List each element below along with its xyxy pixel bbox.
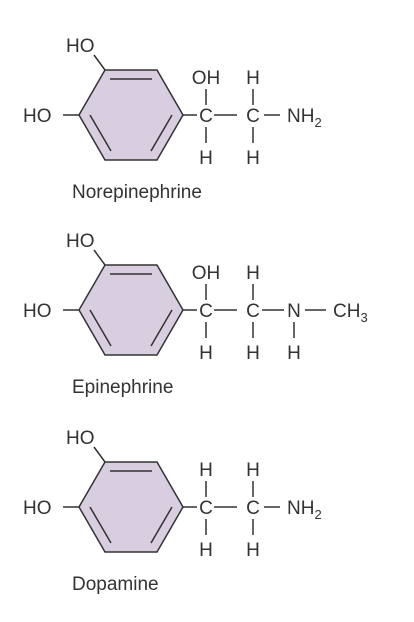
double-bond [89, 506, 112, 544]
benzene-ring [78, 264, 184, 356]
bottom-atom-2-label: H [246, 540, 260, 561]
amine-main: NH [287, 498, 314, 519]
double-bond [89, 114, 112, 152]
bond [93, 249, 106, 266]
molecule-name: Epinephrine [72, 377, 173, 398]
bottom-atom-1-label: H [199, 343, 213, 364]
top-atom-2-label: H [246, 460, 260, 481]
carbon-2-label: C [246, 301, 260, 322]
methyl-subscript: 3 [360, 310, 367, 325]
double-bond [150, 506, 173, 544]
amine-subscript: 2 [314, 507, 321, 522]
carbon-1-label: C [199, 301, 213, 322]
molecule-epinephrine: HO HO C C OH H H H N H CH3 Epinephrine [23, 231, 368, 398]
ho-top-label: HO [66, 36, 95, 57]
double-bond [150, 114, 173, 152]
carbon-2-label: C [246, 498, 260, 519]
ho-left-label: HO [23, 498, 52, 519]
nitrogen-label: N [287, 301, 301, 322]
top-atom-1-label: OH [192, 263, 221, 284]
top-atom-1-label: OH [192, 68, 221, 89]
molecule-norepinephrine: HO HO C C OH H H H NH2 Norepinephrine [23, 36, 322, 203]
amine-main: NH [287, 106, 314, 127]
top-atom-1-label: H [199, 460, 213, 481]
amine-label: NH2 [287, 498, 322, 522]
bottom-atom-1-label: H [199, 148, 213, 169]
bond [93, 54, 106, 71]
ho-left-label: HO [23, 301, 52, 322]
ho-left-label: HO [23, 106, 52, 127]
molecule-dopamine: HO HO C C H H H H NH2 Dopamine [23, 428, 322, 595]
bottom-atom-1-label: H [199, 540, 213, 561]
bond [93, 446, 106, 463]
molecule-name: Norepinephrine [72, 182, 202, 203]
double-bond [89, 309, 112, 347]
methyl-main: CH [333, 301, 360, 322]
carbon-1-label: C [199, 498, 213, 519]
molecule-name: Dopamine [72, 574, 159, 595]
top-atom-2-label: H [246, 68, 260, 89]
carbon-2-label: C [246, 106, 260, 127]
methyl-label: CH3 [333, 301, 368, 325]
ho-top-label: HO [66, 231, 95, 252]
top-atom-2-label: H [246, 263, 260, 284]
benzene-ring [78, 69, 184, 161]
bottom-atom-2-label: H [246, 148, 260, 169]
bottom-atom-2-label: H [246, 343, 260, 364]
carbon-1-label: C [199, 106, 213, 127]
amine-subscript: 2 [314, 115, 321, 130]
nitrogen-h-label: H [287, 343, 301, 364]
double-bond [150, 309, 173, 347]
ho-top-label: HO [66, 428, 95, 449]
benzene-ring [78, 461, 184, 553]
amine-label: NH2 [287, 106, 322, 130]
